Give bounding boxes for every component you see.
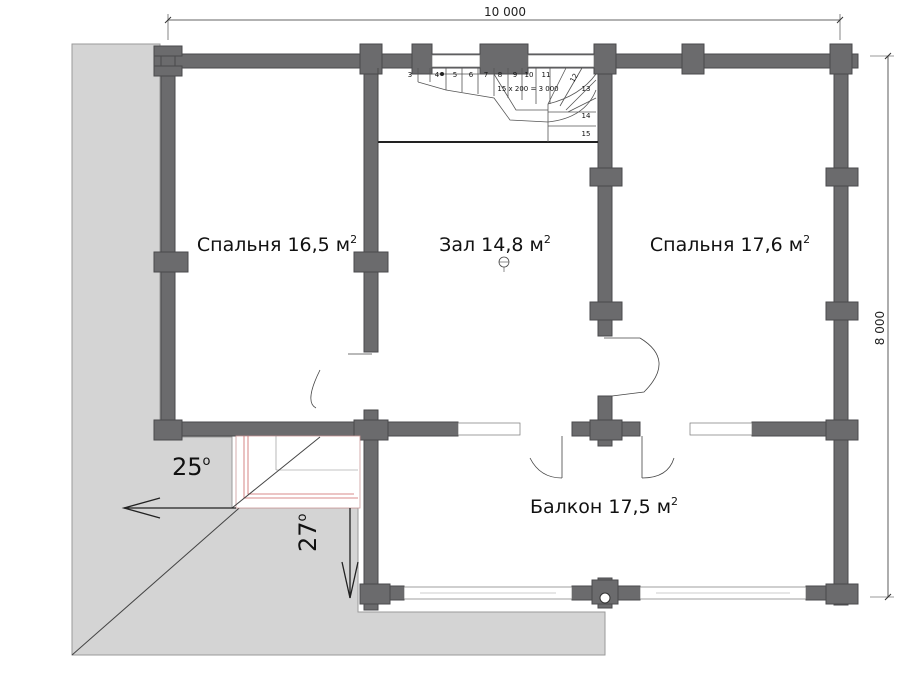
windows bbox=[403, 54, 807, 600]
stair-step-number: 3 bbox=[408, 71, 412, 79]
height-label: 8 000 bbox=[873, 311, 887, 345]
slope-arrow-vertical bbox=[341, 508, 359, 599]
roof-area bbox=[71, 43, 606, 656]
slope-arrow-horizontal bbox=[121, 497, 236, 519]
roof-angle-27: 27o bbox=[294, 513, 322, 552]
stair-step-number: 14 bbox=[582, 112, 591, 120]
stair-step-number: 13 bbox=[582, 85, 591, 93]
stair-step-number: 7 bbox=[484, 71, 488, 79]
stair-step-number: 8 bbox=[498, 71, 502, 79]
stair-step-number: 9 bbox=[513, 71, 517, 79]
width-label: 10 000 bbox=[484, 5, 526, 19]
roof-edge-detail bbox=[231, 435, 361, 509]
doors bbox=[310, 337, 675, 479]
roof-angle-25: 25o bbox=[172, 453, 211, 481]
dimension-width bbox=[164, 14, 844, 40]
stair-step-number: 6 bbox=[469, 71, 474, 79]
room-label-hall: Зал 14,8 м2 bbox=[439, 233, 551, 256]
stair-formula: 15 x 200 = 3 000 bbox=[497, 85, 558, 93]
ceiling-light-icon bbox=[498, 256, 510, 272]
stair-step-number: 5 bbox=[453, 71, 457, 79]
room-label-bedroom-right: Спальня 17,6 м2 bbox=[650, 233, 810, 256]
room-label-bedroom-left: Спальня 16,5 м2 bbox=[197, 233, 357, 256]
stair-step-number: 15 bbox=[582, 130, 591, 138]
room-label-balcony: Балкон 17,5 м2 bbox=[530, 495, 678, 518]
dimension-height bbox=[870, 52, 894, 601]
staircase bbox=[377, 67, 598, 143]
stair-step-number: 4 bbox=[435, 71, 440, 79]
stair-step-number: 11 bbox=[542, 71, 551, 79]
pipe-icon bbox=[599, 592, 611, 604]
stair-step-number: 10 bbox=[525, 71, 534, 79]
stair-step-number: 12 bbox=[569, 72, 580, 84]
